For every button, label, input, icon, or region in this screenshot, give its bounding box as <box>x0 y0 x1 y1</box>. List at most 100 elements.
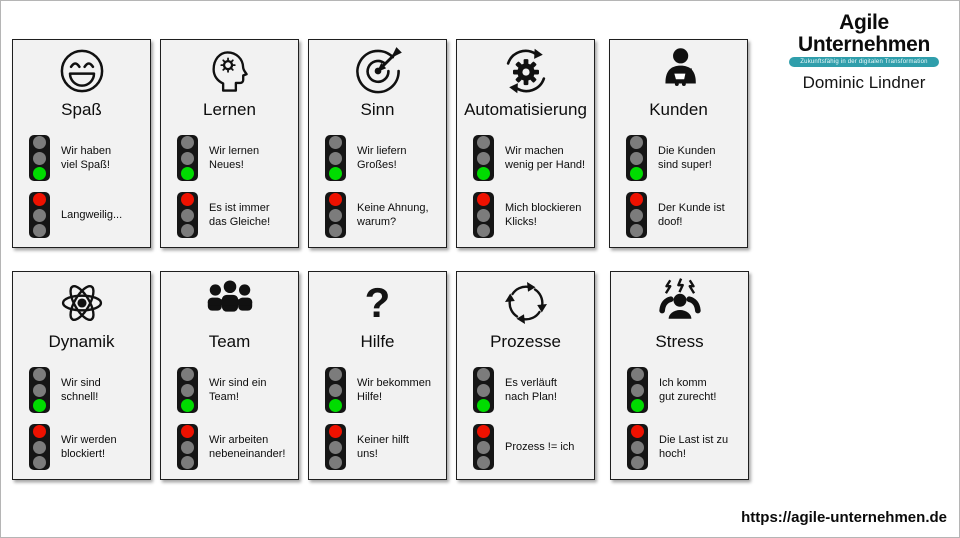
laughing-face-icon <box>13 44 150 98</box>
traffic-lamp-off <box>631 440 644 454</box>
traffic-lamp-off <box>329 224 342 237</box>
traffic-light-green <box>177 135 198 181</box>
positive-statement: Wir machen wenig per Hand! <box>505 144 586 171</box>
traffic-lamp-off <box>477 456 490 469</box>
traffic-lamp-off <box>181 440 194 454</box>
automation-gear-arrows-icon <box>457 44 594 98</box>
traffic-lamp-off <box>630 136 643 149</box>
card-title: Sinn <box>360 100 395 119</box>
positive-statement: Wir liefern Großes! <box>357 144 407 171</box>
traffic-lamp-off <box>631 456 644 469</box>
negative-statement: Die Last ist zu hoch! <box>659 433 729 460</box>
traffic-light-row-negative: Keine Ahnung, warum? <box>325 192 444 238</box>
traffic-lamp-off <box>631 368 644 381</box>
traffic-light-green <box>473 367 494 413</box>
traffic-lamp-off <box>630 151 643 165</box>
traffic-lamp-off <box>477 224 490 237</box>
traffic-lamp-off <box>630 208 643 222</box>
traffic-light-green <box>325 367 346 413</box>
traffic-lamp-red-on <box>477 425 490 438</box>
traffic-light-green <box>177 367 198 413</box>
card-team: Team Wir sind ein Team! Wir arbeiten neb… <box>160 271 299 480</box>
traffic-light-row-negative: Wir arbeiten nebeneinander! <box>177 424 296 470</box>
traffic-lamp-off <box>477 208 490 222</box>
cycle-arrows-icon <box>457 276 594 330</box>
traffic-lamp-red-on <box>329 193 342 206</box>
traffic-lamp-off <box>33 368 46 381</box>
traffic-lamp-off <box>329 456 342 469</box>
traffic-lamp-off <box>181 208 194 222</box>
traffic-lamp-off <box>33 151 46 165</box>
traffic-light-row-negative: Es ist immer das Gleiche! <box>177 192 296 238</box>
traffic-lamp-green-on <box>329 167 342 180</box>
atom-icon <box>13 276 150 330</box>
traffic-lamp-off <box>33 440 46 454</box>
card-title: Kunden <box>649 100 708 119</box>
traffic-light-green <box>627 367 648 413</box>
traffic-lamp-green-on <box>631 399 644 412</box>
traffic-lamp-off <box>33 383 46 397</box>
card-title: Hilfe <box>360 332 395 351</box>
card-title: Team <box>208 332 251 351</box>
traffic-light-row-negative: Die Last ist zu hoch! <box>627 424 746 470</box>
website-link[interactable]: https://agile-unternehmen.de <box>741 509 947 526</box>
traffic-lamp-off <box>477 440 490 454</box>
traffic-lamp-green-on <box>181 399 194 412</box>
positive-statement: Wir bekommen Hilfe! <box>357 376 431 403</box>
traffic-lamp-off <box>181 224 194 237</box>
traffic-light-green <box>29 135 50 181</box>
traffic-light-green <box>325 135 346 181</box>
traffic-light-green <box>29 367 50 413</box>
card-spass: Spaß Wir haben viel Spaß! Langweilig... <box>12 39 151 248</box>
traffic-lamp-off <box>631 383 644 397</box>
card-sinn: Sinn Wir liefern Großes! Keine Ahnung, w… <box>308 39 447 248</box>
traffic-light-row-negative: Wir werden blockiert! <box>29 424 148 470</box>
customer-cart-icon <box>610 44 747 98</box>
traffic-light-red <box>325 192 346 238</box>
positive-statement: Es verläuft nach Plan! <box>505 376 557 403</box>
traffic-light-row-positive: Wir lernen Neues! <box>177 135 296 181</box>
traffic-lamp-off <box>329 368 342 381</box>
traffic-lamp-green-on <box>33 167 46 180</box>
negative-statement: Keiner hilft uns! <box>357 433 409 460</box>
card-title: Dynamik <box>48 332 115 351</box>
traffic-light-red <box>325 424 346 470</box>
negative-statement: Wir arbeiten nebeneinander! <box>209 433 286 460</box>
traffic-lamp-red-on <box>329 425 342 438</box>
traffic-light-row-positive: Wir bekommen Hilfe! <box>325 367 444 413</box>
brand-logo-title: Agile Unternehmen <box>797 11 931 56</box>
traffic-lamp-off <box>329 208 342 222</box>
traffic-lamp-green-on <box>329 399 342 412</box>
head-gear-icon <box>161 44 298 98</box>
traffic-light-red <box>627 424 648 470</box>
card-title: Lernen <box>203 100 256 119</box>
traffic-light-row-positive: Wir haben viel Spaß! <box>29 135 148 181</box>
traffic-lamp-off <box>630 224 643 237</box>
positive-statement: Ich komm gut zurecht! <box>659 376 717 403</box>
question-mark-icon: ? <box>309 276 446 330</box>
traffic-lamp-red-on <box>631 425 644 438</box>
traffic-light-red <box>177 192 198 238</box>
traffic-light-row-negative: Der Kunde ist doof! <box>626 192 745 238</box>
traffic-light-row-positive: Wir liefern Großes! <box>325 135 444 181</box>
target-dart-icon <box>309 44 446 98</box>
traffic-lamp-red-on <box>181 425 194 438</box>
positive-statement: Wir sind schnell! <box>61 376 101 403</box>
traffic-light-red <box>29 192 50 238</box>
traffic-light-row-positive: Wir machen wenig per Hand! <box>473 135 592 181</box>
card-prozesse: Prozesse Es verläuft nach Plan! Prozess … <box>456 271 595 480</box>
traffic-lamp-off <box>33 456 46 469</box>
traffic-light-row-negative: Mich blockieren Klicks! <box>473 192 592 238</box>
positive-statement: Wir haben viel Spaß! <box>61 144 112 171</box>
traffic-lamp-off <box>33 208 46 222</box>
card-title: Prozesse <box>490 332 561 351</box>
traffic-light-red <box>473 424 494 470</box>
traffic-light-row-positive: Wir sind ein Team! <box>177 367 296 413</box>
negative-statement: Wir werden blockiert! <box>61 433 117 460</box>
stressed-person-icon <box>611 276 748 330</box>
traffic-lamp-red-on <box>181 193 194 206</box>
traffic-lamp-off <box>181 383 194 397</box>
positive-statement: Wir lernen Neues! <box>209 144 260 171</box>
traffic-light-red <box>177 424 198 470</box>
traffic-lamp-green-on <box>477 399 490 412</box>
